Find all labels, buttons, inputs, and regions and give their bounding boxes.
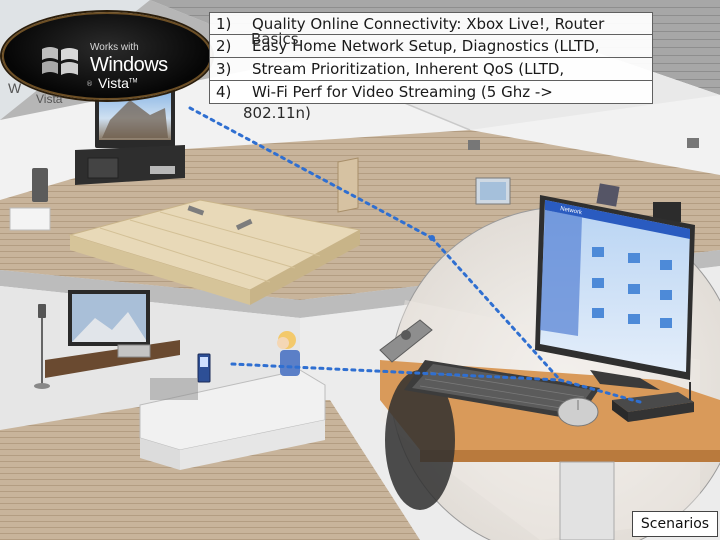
logo-vista: VistaTM [98,75,138,91]
scenarios-label: Scenarios [632,511,718,537]
router-icon [612,392,694,412]
network-connections [188,106,642,404]
svg-text:Network: Network [560,206,584,216]
feature-number: 3) [216,60,232,78]
feature-item: 3) Stream Prioritization, Inherent QoS (… [209,58,653,81]
logo-registered: ® [86,80,93,88]
dresser [337,157,359,213]
feature-text: Easy Home Network Setup, Diagnostics (LL… [252,37,600,55]
feature-1-overflow: Basics [251,30,299,48]
ghost-windows-text: W [8,80,22,96]
floor-slab [0,250,720,318]
speaker-icon [32,168,48,202]
feature-number: 4) [216,83,232,101]
mouse-icon [557,397,599,427]
feature-list: 1) Quality Online Connectivity: Xbox Liv… [209,12,653,104]
remote-icon [187,205,205,216]
pc-tower [559,461,615,540]
feature-item: 1) Quality Online Connectivity: Xbox Liv… [209,12,653,35]
chair [385,370,455,510]
feature-item: 4) Wi-Fi Perf for Video Streaming (5 Ghz… [209,81,653,104]
media-remote-icon [379,319,433,363]
windows-flag-icon [42,47,78,75]
feature-number: 1) [216,15,232,33]
feature-text: Stream Prioritization, Inherent QoS (LLT… [252,60,565,78]
works-with-vista-logo: Works with Windows ® VistaTM [2,12,212,100]
feature-item: 2) Easy Home Network Setup, Diagnostics … [209,35,653,58]
feature-number: 2) [216,37,232,55]
logo-works-with: Works with [90,42,139,53]
ghost-vista-text: Vista [36,92,63,106]
folder-icon [592,247,604,257]
logo-windows: Windows [90,54,168,76]
feature-text: Quality Online Connectivity: Xbox Live!,… [252,15,605,33]
feature-4-overflow: 802.11n) [243,104,311,122]
feature-text: Wi-Fi Perf for Video Streaming (5 Ghz -> [252,83,553,101]
